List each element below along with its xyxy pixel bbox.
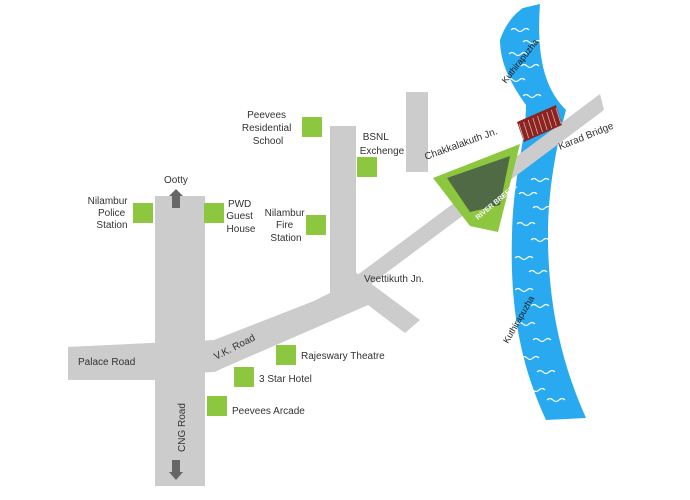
river-body	[500, 4, 586, 420]
label-cng-road: CNG Road	[177, 403, 188, 452]
marker-fire	[306, 215, 326, 235]
wave-mark	[530, 237, 550, 243]
label-rajeswary: Rajeswary Theatre	[301, 351, 385, 362]
wave-mark	[526, 387, 546, 393]
label-palace-road: Palace Road	[78, 357, 135, 368]
north-road-right	[406, 92, 428, 172]
bridge-hatch	[532, 117, 539, 135]
wave-mark	[516, 321, 536, 327]
wave-mark	[522, 39, 542, 45]
label-star-hotel: 3 Star Hotel	[259, 374, 312, 385]
river-waves	[506, 27, 566, 403]
wave-mark	[546, 397, 566, 403]
bridge-hatch	[546, 111, 553, 129]
marker-star-hotel	[234, 367, 254, 387]
marker-rajeswary	[276, 345, 296, 365]
bridge-hatch	[523, 121, 530, 139]
project-photo	[447, 156, 510, 212]
wave-mark	[522, 93, 542, 99]
wave-mark	[514, 255, 534, 261]
marker-police	[133, 203, 153, 223]
palace-road-ext	[68, 343, 155, 380]
label-police: Nilambur Police Station	[88, 196, 131, 231]
marker-pwd	[204, 203, 224, 223]
cng-road	[155, 196, 205, 486]
wave-mark	[516, 221, 536, 227]
bridge-hatch	[518, 123, 525, 141]
wave-mark	[536, 369, 556, 375]
label-peevees-school: Peevees Residential School	[242, 110, 294, 147]
wave-mark	[518, 191, 538, 197]
wave-mark	[532, 205, 552, 211]
wave-mark	[510, 27, 530, 33]
wave-mark	[530, 177, 550, 183]
project-area: RIVER BREEZE	[433, 144, 520, 232]
bridge-hatch	[555, 107, 562, 125]
marker-arcade	[207, 396, 227, 416]
roads	[68, 92, 604, 486]
label-arcade: Peevees Arcade	[232, 406, 305, 417]
wave-mark	[520, 355, 540, 361]
label-fire: Nilambur Fire Station	[265, 208, 308, 244]
label-ootty: Ootty	[164, 175, 188, 186]
label-veettikuth-jn: Veettikuth Jn.	[364, 274, 424, 285]
north-arrow-icon	[169, 189, 183, 208]
river	[500, 4, 586, 420]
wave-mark	[508, 51, 528, 57]
marker-bsnl	[357, 157, 377, 177]
bridge-hatch	[537, 115, 543, 133]
label-bsnl: BSNL Exchenge	[360, 132, 405, 157]
wave-mark	[532, 337, 552, 343]
wave-mark	[530, 303, 550, 309]
bridge-hatch	[527, 119, 534, 137]
veettikuth-branch	[335, 268, 420, 333]
label-pwd: PWD Guest House	[226, 199, 256, 235]
landmark-markers	[133, 117, 377, 416]
karad-bridge	[517, 105, 562, 142]
bridge-hatch	[541, 113, 548, 131]
wave-mark	[528, 269, 548, 275]
wave-mark	[520, 63, 540, 69]
north-road-left	[330, 126, 356, 294]
south-arrow-icon	[169, 460, 183, 480]
marker-peevees-school	[302, 117, 322, 137]
wave-mark	[506, 77, 526, 83]
wave-mark	[514, 287, 534, 293]
bridge-railing	[518, 107, 562, 141]
bridge-hatch	[550, 109, 557, 127]
